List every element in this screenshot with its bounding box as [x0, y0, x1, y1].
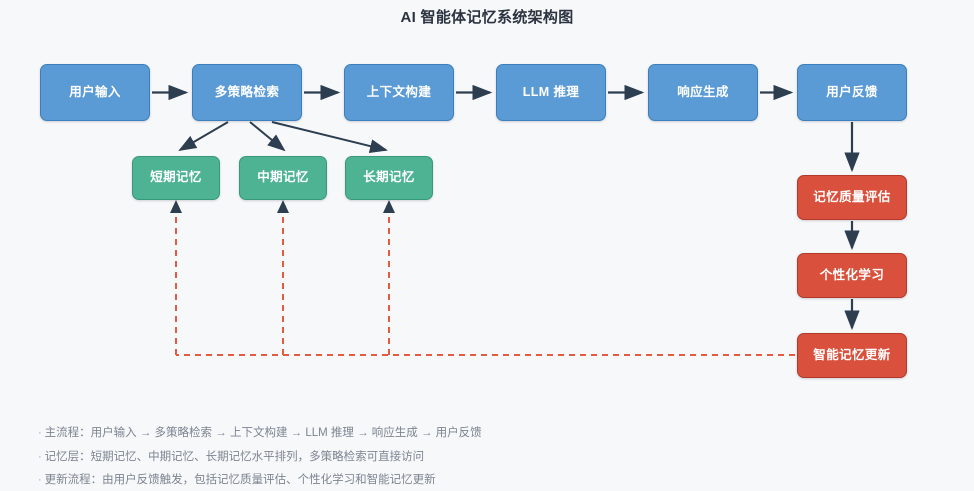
node-mid-term-memory[interactable]: 中期记忆 — [239, 156, 327, 200]
page-title: AI 智能体记忆系统架构图 — [400, 9, 574, 26]
node-user-input[interactable]: 用户输入 — [40, 64, 150, 121]
node-smart-memory-update[interactable]: 智能记忆更新 — [797, 333, 907, 378]
node-long-term-memory[interactable]: 长期记忆 — [345, 156, 433, 200]
node-short-term-memory[interactable]: 短期记忆 — [132, 156, 220, 200]
memory-update-feedback-dashed — [175, 208, 795, 356]
node-personalized-learn[interactable]: 个性化学习 — [797, 253, 907, 298]
legend-memory-layer: ·记忆层：短期记忆、中期记忆、长期记忆水平排列，多策略检索可直接访问 — [38, 450, 798, 466]
legend: ·主流程：用户输入 → 多策略检索 → 上下文构建 → LLM 推理 → 响应生… — [38, 426, 798, 491]
legend-update-flow: ·更新流程：由用户反馈触发，包括记忆质量评估、个性化学习和智能记忆更新 — [38, 473, 798, 489]
node-memory-quality-eval[interactable]: 记忆质量评估 — [797, 175, 907, 220]
node-label: 用户输入 — [69, 84, 121, 99]
node-label: 短期记忆 — [150, 170, 202, 185]
node-label: 记忆质量评估 — [813, 189, 891, 204]
node-multi-retrieval[interactable]: 多策略检索 — [192, 64, 302, 121]
legend-update-flow-text: 更新流程：由用户反馈触发，包括记忆质量评估、个性化学习和智能记忆更新 — [44, 474, 436, 487]
node-label: 个性化学习 — [819, 267, 885, 282]
node-label: LLM 推理 — [522, 84, 580, 99]
node-label: 响应生成 — [677, 84, 729, 99]
legend-main-flow: ·主流程：用户输入 → 多策略检索 → 上下文构建 → LLM 推理 → 响应生… — [38, 426, 798, 442]
legend-bullet-icon: · — [38, 474, 42, 487]
node-label: 多策略检索 — [214, 84, 280, 99]
node-response-generate[interactable]: 响应生成 — [648, 64, 758, 121]
node-label: 中期记忆 — [257, 170, 309, 185]
node-user-feedback[interactable]: 用户反馈 — [797, 64, 907, 121]
memory-update-feedback-arrowheads — [170, 200, 395, 213]
legend-memory-layer-text: 记忆层：短期记忆、中期记忆、长期记忆水平排列，多策略检索可直接访问 — [44, 450, 425, 463]
node-label: 用户反馈 — [826, 84, 878, 99]
node-label: 上下文构建 — [366, 84, 432, 99]
node-context-build[interactable]: 上下文构建 — [344, 64, 454, 121]
node-label: 智能记忆更新 — [813, 347, 891, 362]
node-label: 长期记忆 — [363, 170, 415, 185]
legend-bullet-icon: · — [38, 427, 42, 439]
legend-bullet-icon: · — [38, 450, 42, 463]
legend-main-flow-text: 主流程：用户输入 → 多策略检索 → 上下文构建 → LLM 推理 → 响应生成… — [44, 427, 482, 439]
node-llm-inference[interactable]: LLM 推理 — [496, 64, 606, 121]
retrieval-to-memory-arrows — [178, 121, 388, 153]
